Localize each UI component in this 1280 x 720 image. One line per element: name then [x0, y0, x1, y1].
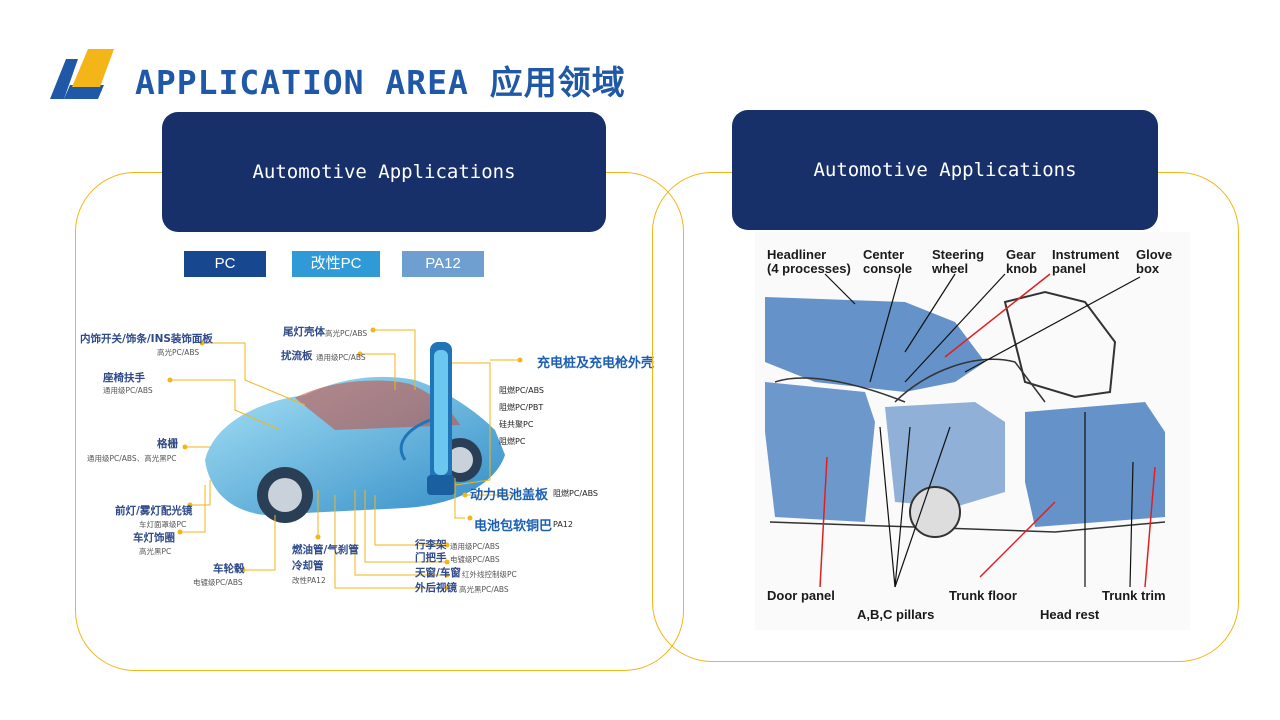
label-headliner: Headliner (4 processes) — [767, 247, 851, 276]
callout-door-handle: 门把手 — [415, 552, 447, 564]
callout-tail-lamp: 尾灯壳体 — [283, 326, 325, 338]
label-instrument-panel: Instrument panel — [1052, 247, 1120, 276]
label-steering-wheel: Steering wheel — [932, 247, 985, 276]
callout-wheel-hub: 车轮毂 — [213, 563, 245, 575]
label-trunk-trim: Trunk trim — [1102, 588, 1166, 603]
battery-busbar-material: PA12 — [553, 520, 573, 529]
battery-cover-label: 动力电池盖板 — [470, 488, 549, 503]
callout-interior-trim: 内饰开关/饰条/INS装饰面板 — [80, 333, 213, 345]
logo-icon — [50, 49, 114, 99]
callout-headlamp-lens: 前灯/雾灯配光镜 — [115, 505, 193, 517]
callout-spoiler-material: 通用级PC/ABS — [316, 353, 366, 362]
battery-busbar-label: 电池包软铜巴 — [474, 519, 553, 534]
right-card-banner: Automotive Applications — [732, 110, 1158, 230]
label-center-console: Center console — [863, 247, 913, 276]
callout-lamp-bezel-material: 高光黑PC — [139, 547, 172, 556]
callout-grille-material: 通用级PC/ABS、高光黑PC — [87, 454, 177, 463]
label-head-rest: Head rest — [1040, 607, 1100, 622]
label-trunk-floor: Trunk floor — [949, 588, 1017, 603]
callout-seat-armrest: 座椅扶手 — [103, 372, 145, 384]
callout-door-handle-material: 电镀级PC/ABS — [450, 555, 500, 564]
callout-roof-rack: 行李架 — [415, 539, 447, 551]
callout-wheel-hub-material: 电镀级PC/ABS — [193, 578, 243, 587]
charging-material-3: 硅共聚PC — [499, 420, 534, 429]
charging-material-1: 阻燃PC/ABS — [499, 386, 545, 395]
callout-sunroof-material: 红外线控制级PC — [462, 570, 517, 579]
tab-modified-pc: 改性PC — [292, 251, 380, 277]
callout-seat-armrest-material: 通用级PC/ABS — [103, 386, 153, 395]
callout-tail-lamp-material: 高光PC/ABS — [325, 329, 368, 338]
left-card-banner: Automotive Applications — [162, 112, 606, 232]
callout-interior-trim-material: 高光PC/ABS — [157, 348, 200, 357]
charging-material-4: 阻燃PC — [499, 437, 526, 446]
callout-side-mirror: 外后视镜 — [415, 582, 457, 594]
car-illustration — [167, 327, 523, 591]
tab-pc: PC — [184, 251, 266, 277]
callout-headlamp-lens-material: 车灯面罩级PC — [139, 520, 187, 529]
callout-fuel-pipe-material: 改性PA12 — [292, 576, 326, 585]
battery-cover-material: 阻燃PC/ABS — [553, 489, 599, 498]
label-glove-box: Glove box — [1136, 247, 1173, 276]
charging-material-2: 阻燃PC/PBT — [499, 403, 544, 412]
callout-cooling-pipe: 冷却管 — [292, 560, 324, 572]
label-pillars: A,B,C pillars — [857, 607, 935, 622]
callout-grille: 格栅 — [157, 438, 178, 450]
label-gear-knob: Gear knob — [1006, 247, 1038, 276]
tab-pa12: PA12 — [402, 251, 484, 277]
car-interior-diagram — [755, 232, 1190, 630]
callout-sunroof: 天窗/车窗 — [415, 567, 461, 579]
charging-housing-title: 充电桩及充电枪外壳 — [537, 356, 655, 371]
callout-side-mirror-material: 高光黑PC/ABS — [459, 585, 509, 594]
callout-fuel-pipe: 燃油管/气刹管 — [292, 544, 359, 556]
page-title: APPLICATION AREA 应用领域 — [135, 63, 626, 102]
callout-lamp-bezel: 车灯饰圈 — [133, 532, 175, 544]
callout-roof-rack-material: 通用级PC/ABS — [450, 542, 500, 551]
callout-spoiler: 扰流板 — [281, 350, 313, 362]
label-door-panel: Door panel — [767, 588, 835, 603]
